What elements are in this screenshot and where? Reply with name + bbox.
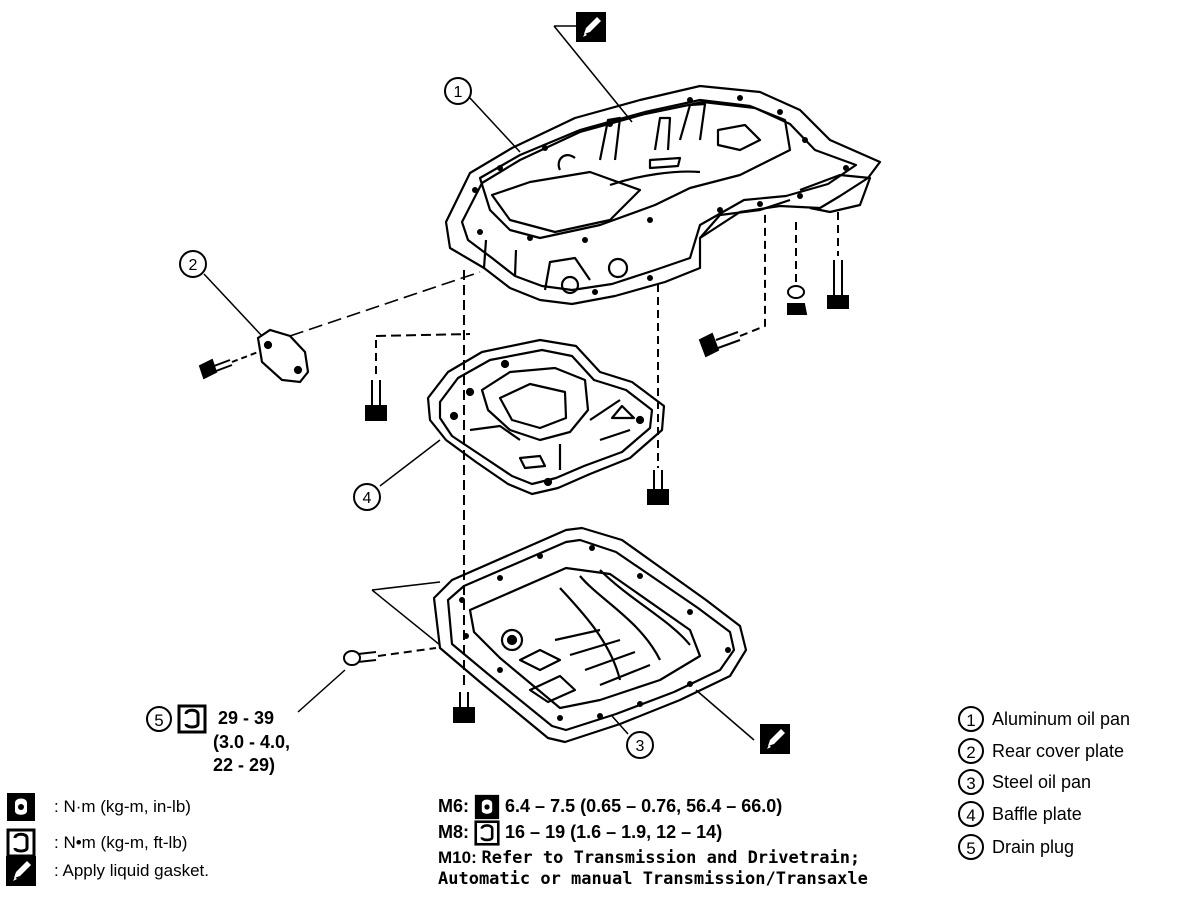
legend-item-aluminum-oil-pan: 1 Aluminum oil pan bbox=[958, 705, 1130, 733]
drain-plug-torque-line3: 22 - 29) bbox=[213, 755, 276, 775]
legend-item-drain-plug: 5 Drain plug bbox=[958, 833, 1074, 861]
liquid-gasket-indicators bbox=[371, 25, 755, 741]
baffle-bolts bbox=[365, 270, 669, 723]
torque-ft-lb-icon bbox=[6, 828, 36, 858]
callout-leaders bbox=[203, 97, 629, 735]
rear-cover-bolt bbox=[198, 351, 259, 380]
legend-label: Drain plug bbox=[992, 836, 1075, 857]
torque-ft-lb-icon bbox=[177, 704, 207, 734]
m10-line1: Refer to Transmission and Drivetrain; bbox=[481, 848, 861, 868]
m10-label: M10: bbox=[438, 848, 477, 867]
callout-1: 1 bbox=[444, 77, 472, 105]
legend-label: Aluminum oil pan bbox=[992, 708, 1131, 729]
torque-in-lb-icon bbox=[474, 794, 500, 820]
legend-num: 1 bbox=[958, 706, 984, 732]
m10-line2: Automatic or manual Transmission/Transax… bbox=[438, 869, 868, 889]
drain-plug bbox=[343, 647, 437, 666]
m10-spec: M10: Refer to Transmission and Drivetrai… bbox=[438, 848, 860, 868]
steel-oil-pan bbox=[432, 526, 748, 744]
rear-cover-plate bbox=[256, 328, 310, 384]
callout-4: 4 bbox=[353, 483, 381, 511]
aluminum-oil-pan bbox=[444, 84, 882, 306]
svg-text:2: 2 bbox=[189, 257, 198, 274]
drain-plug-torque-label: 5 29 - 39 bbox=[146, 704, 274, 734]
legend-item-steel-oil-pan: 3 Steel oil pan bbox=[958, 768, 1091, 796]
legend-label: Rear cover plate bbox=[992, 740, 1125, 761]
svg-text:1: 1 bbox=[454, 84, 463, 101]
symbol-legend-ft-lb: : N•m (kg-m, ft-lb) bbox=[6, 828, 187, 858]
legend-item-rear-cover-plate: 2 Rear cover plate bbox=[958, 737, 1124, 765]
pan-side-bolts bbox=[698, 210, 849, 358]
symbol-legend-gasket: : Apply liquid gasket. bbox=[6, 856, 209, 886]
svg-text:4: 4 bbox=[363, 490, 372, 507]
callout-2: 2 bbox=[179, 250, 207, 278]
callout-3: 3 bbox=[626, 731, 654, 759]
svg-text:3: 3 bbox=[636, 738, 645, 755]
m6-spec: M6: 6.4 – 7.5 (0.65 – 0.76, 56.4 – 66.0) bbox=[438, 794, 782, 820]
drain-plug-torque-line2: (3.0 - 4.0, bbox=[213, 732, 291, 752]
legend-label: Steel oil pan bbox=[992, 771, 1092, 792]
m6-value: 6.4 – 7.5 (0.65 – 0.76, 56.4 – 66.0) bbox=[505, 795, 783, 816]
drain-plug-torque-line1: 29 - 39 bbox=[218, 707, 275, 728]
legend-num: 4 bbox=[958, 801, 984, 827]
callout-5-num: 5 bbox=[146, 706, 172, 732]
baffle-plate bbox=[426, 338, 666, 496]
drain-plug-leader bbox=[297, 669, 346, 713]
m8-value: 16 – 19 (1.6 – 1.9, 12 – 14) bbox=[505, 821, 723, 842]
symbol-in-lb-text: : N·m (kg-m, in-lb) bbox=[54, 797, 191, 816]
flange-bolt-holes bbox=[472, 95, 849, 295]
m8-label: M8: bbox=[438, 821, 469, 842]
torque-ft-lb-icon bbox=[474, 820, 500, 846]
m8-spec: M8: 16 – 19 (1.6 – 1.9, 12 – 14) bbox=[438, 820, 722, 846]
legend-num: 3 bbox=[958, 769, 984, 795]
steel-pan-bolt-holes bbox=[459, 545, 731, 721]
m6-label: M6: bbox=[438, 795, 469, 816]
torque-in-lb-icon bbox=[7, 793, 35, 821]
liquid-gasket-icon bbox=[6, 856, 36, 886]
legend-item-baffle-plate: 4 Baffle plate bbox=[958, 800, 1082, 828]
symbol-legend-in-lb: : N·m (kg-m, in-lb) bbox=[6, 792, 191, 822]
rear-cover-leader bbox=[289, 271, 481, 337]
symbol-gasket-text: : Apply liquid gasket. bbox=[54, 861, 209, 880]
legend-num: 5 bbox=[958, 834, 984, 860]
legend-label: Baffle plate bbox=[992, 803, 1082, 824]
legend-num: 2 bbox=[958, 738, 984, 764]
symbol-ft-lb-text: : N•m (kg-m, ft-lb) bbox=[54, 833, 188, 852]
